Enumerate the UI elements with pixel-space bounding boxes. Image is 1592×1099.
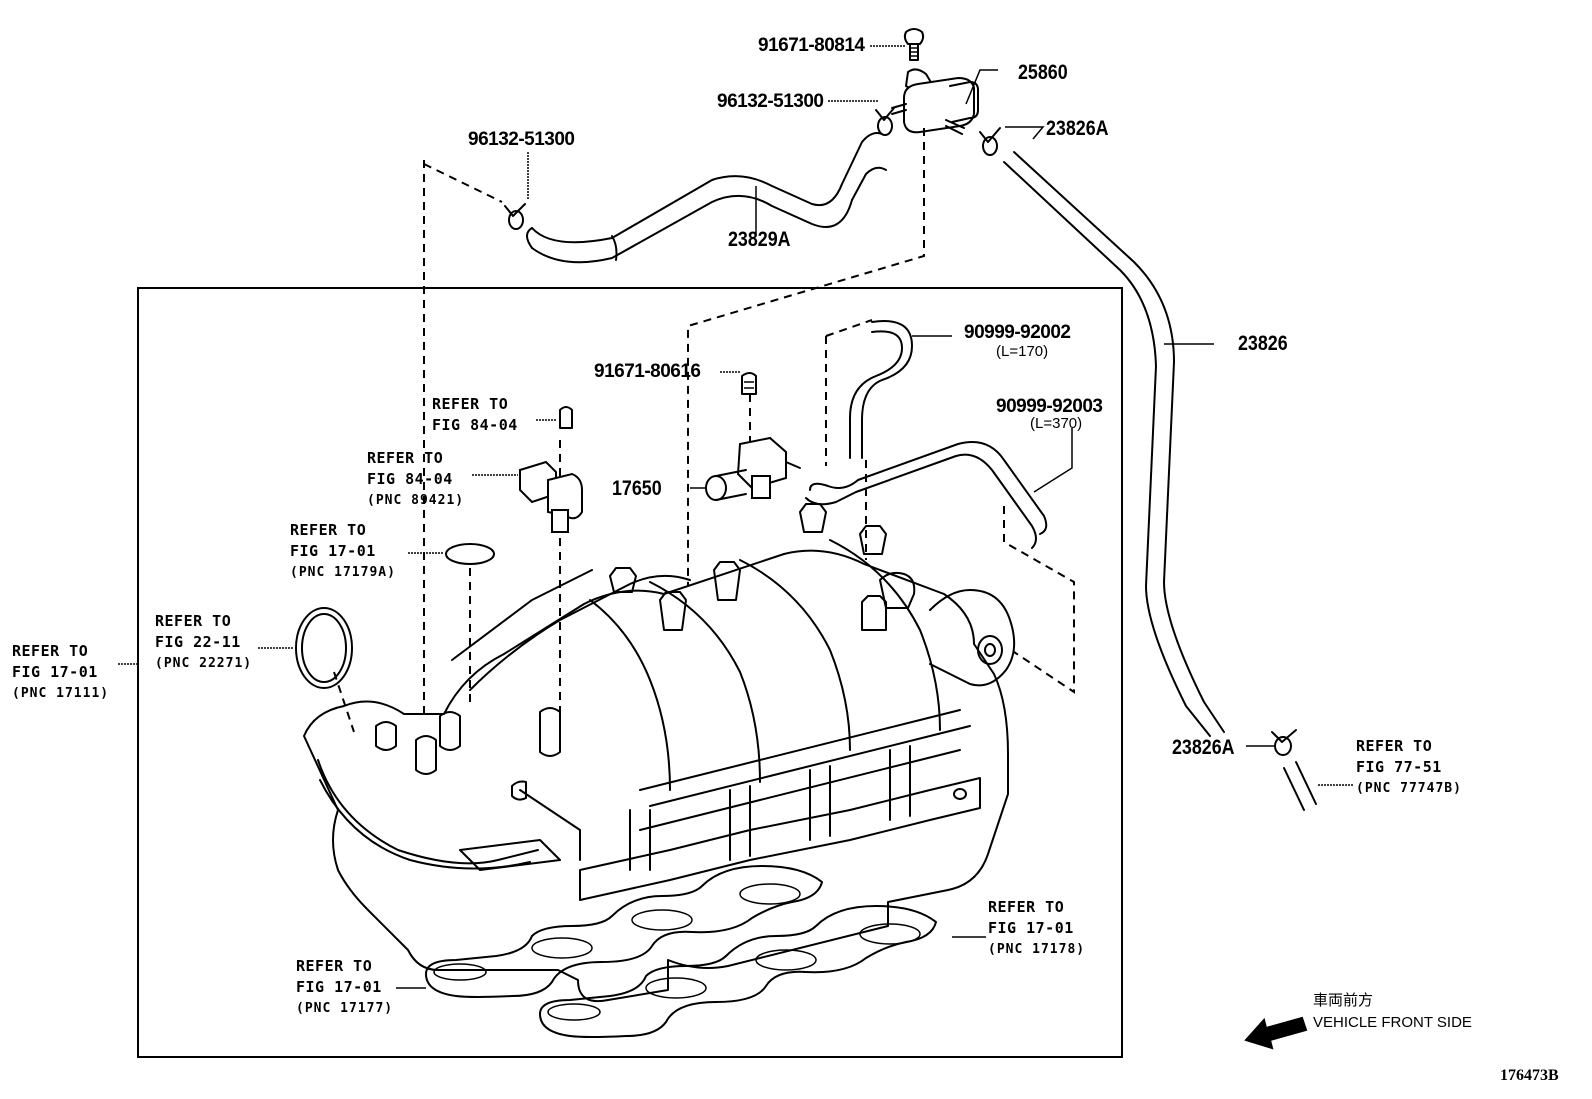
vsv-top-illustration <box>891 28 998 135</box>
ref-line2: FIG 17-01 <box>12 663 98 681</box>
ref-line1: REFER TO <box>155 612 232 630</box>
ref-pnc: (PNC 17111) <box>12 686 110 701</box>
ref-line1: REFER TO <box>296 957 373 975</box>
ref-line1: REFER TO <box>988 898 1065 916</box>
ref-line2: FIG 17-01 <box>988 919 1074 937</box>
vehicle-front-en: VEHICLE FRONT SIDE <box>1313 1014 1472 1031</box>
ref-pnc: (PNC 17177) <box>296 1001 394 1016</box>
intake-gasket-left-illustration <box>425 865 823 998</box>
ref-sensor[interactable]: REFER TO FIG 84-04 (PNC 89421) <box>367 448 464 511</box>
gasket-ring-illustration <box>295 607 353 689</box>
ref-oring[interactable]: REFER TO FIG 17-01 (PNC 17179A) <box>290 520 396 583</box>
ref-manifold[interactable]: REFER TO FIG 17-01 (PNC 17111) <box>12 641 109 704</box>
vehicle-front-note: 車両前方 VEHICLE FRONT SIDE <box>1313 990 1472 1034</box>
ref-line1: REFER TO <box>432 395 509 413</box>
part-label-23826A-top[interactable]: 23826A <box>1046 117 1109 140</box>
clamp-icon <box>875 107 895 136</box>
assembly-frame <box>137 287 1123 1058</box>
ref-pipe[interactable]: REFER TO FIG 77-51 (PNC 77747B) <box>1356 736 1462 799</box>
ref-line2: FIG 77-51 <box>1356 758 1442 776</box>
hose-length-170: (L=170) <box>996 343 1049 360</box>
figure-id: 176473B <box>1500 1067 1559 1084</box>
ref-line1: REFER TO <box>367 449 444 467</box>
part-label-91671-80616[interactable]: 91671-80616 <box>594 361 701 382</box>
part-label-91671-80814[interactable]: 91671-80814 <box>758 35 865 56</box>
vsv-mid-illustration <box>705 372 801 501</box>
ref-line2: FIG 84-04 <box>432 416 518 434</box>
part-label-90999-92003[interactable]: 90999-92003 <box>996 396 1103 417</box>
ref-pnc: (PNC 17178) <box>988 942 1086 957</box>
ref-pnc: (PNC 77747B) <box>1356 781 1462 796</box>
ref-line1: REFER TO <box>12 642 89 660</box>
part-label-23829A[interactable]: 23829A <box>728 228 791 251</box>
clamp-icon <box>504 203 526 230</box>
part-label-96132-51300-hose[interactable]: 96132-51300 <box>468 129 575 150</box>
ref-line2: FIG 84-04 <box>367 470 453 488</box>
ref-sensor-bolt[interactable]: REFER TO FIG 84-04 <box>432 394 518 436</box>
vehicle-front-jp: 車両前方 <box>1313 992 1374 1009</box>
intake-gasket-right-illustration <box>539 905 937 1038</box>
ref-pnc: (PNC 22271) <box>155 656 253 671</box>
part-label-17650[interactable]: 17650 <box>612 477 662 500</box>
ref-gasket-right[interactable]: REFER TO FIG 17-01 (PNC 17178) <box>988 897 1085 960</box>
part-label-23826[interactable]: 23826 <box>1238 332 1288 355</box>
ref-gasket-left[interactable]: REFER TO FIG 17-01 (PNC 17177) <box>296 956 393 1019</box>
clamp-icon <box>979 127 1001 156</box>
oring-illustration <box>445 543 495 565</box>
ref-line2: FIG 22-11 <box>155 633 241 651</box>
ref-line2: FIG 17-01 <box>296 978 382 996</box>
part-label-23826A-bottom[interactable]: 23826A <box>1172 736 1235 759</box>
clamp-icon <box>1271 729 1297 756</box>
sensor-illustration <box>519 406 583 533</box>
ref-line1: REFER TO <box>290 521 367 539</box>
hose-length-370: (L=370) <box>1030 415 1083 432</box>
ref-pnc: (PNC 89421) <box>367 493 465 508</box>
ref-pnc: (PNC 17179A) <box>290 565 396 580</box>
part-label-25860[interactable]: 25860 <box>1018 61 1068 84</box>
ref-line2: FIG 17-01 <box>290 542 376 560</box>
intake-manifold-illustration <box>303 503 1016 1002</box>
part-label-90999-92002[interactable]: 90999-92002 <box>964 322 1071 343</box>
ref-line1: REFER TO <box>1356 737 1433 755</box>
part-label-96132-51300-vsv[interactable]: 96132-51300 <box>717 91 824 112</box>
ref-throttle-gasket[interactable]: REFER TO FIG 22-11 (PNC 22271) <box>155 611 252 674</box>
arrow-left-down-icon <box>1244 1016 1308 1050</box>
